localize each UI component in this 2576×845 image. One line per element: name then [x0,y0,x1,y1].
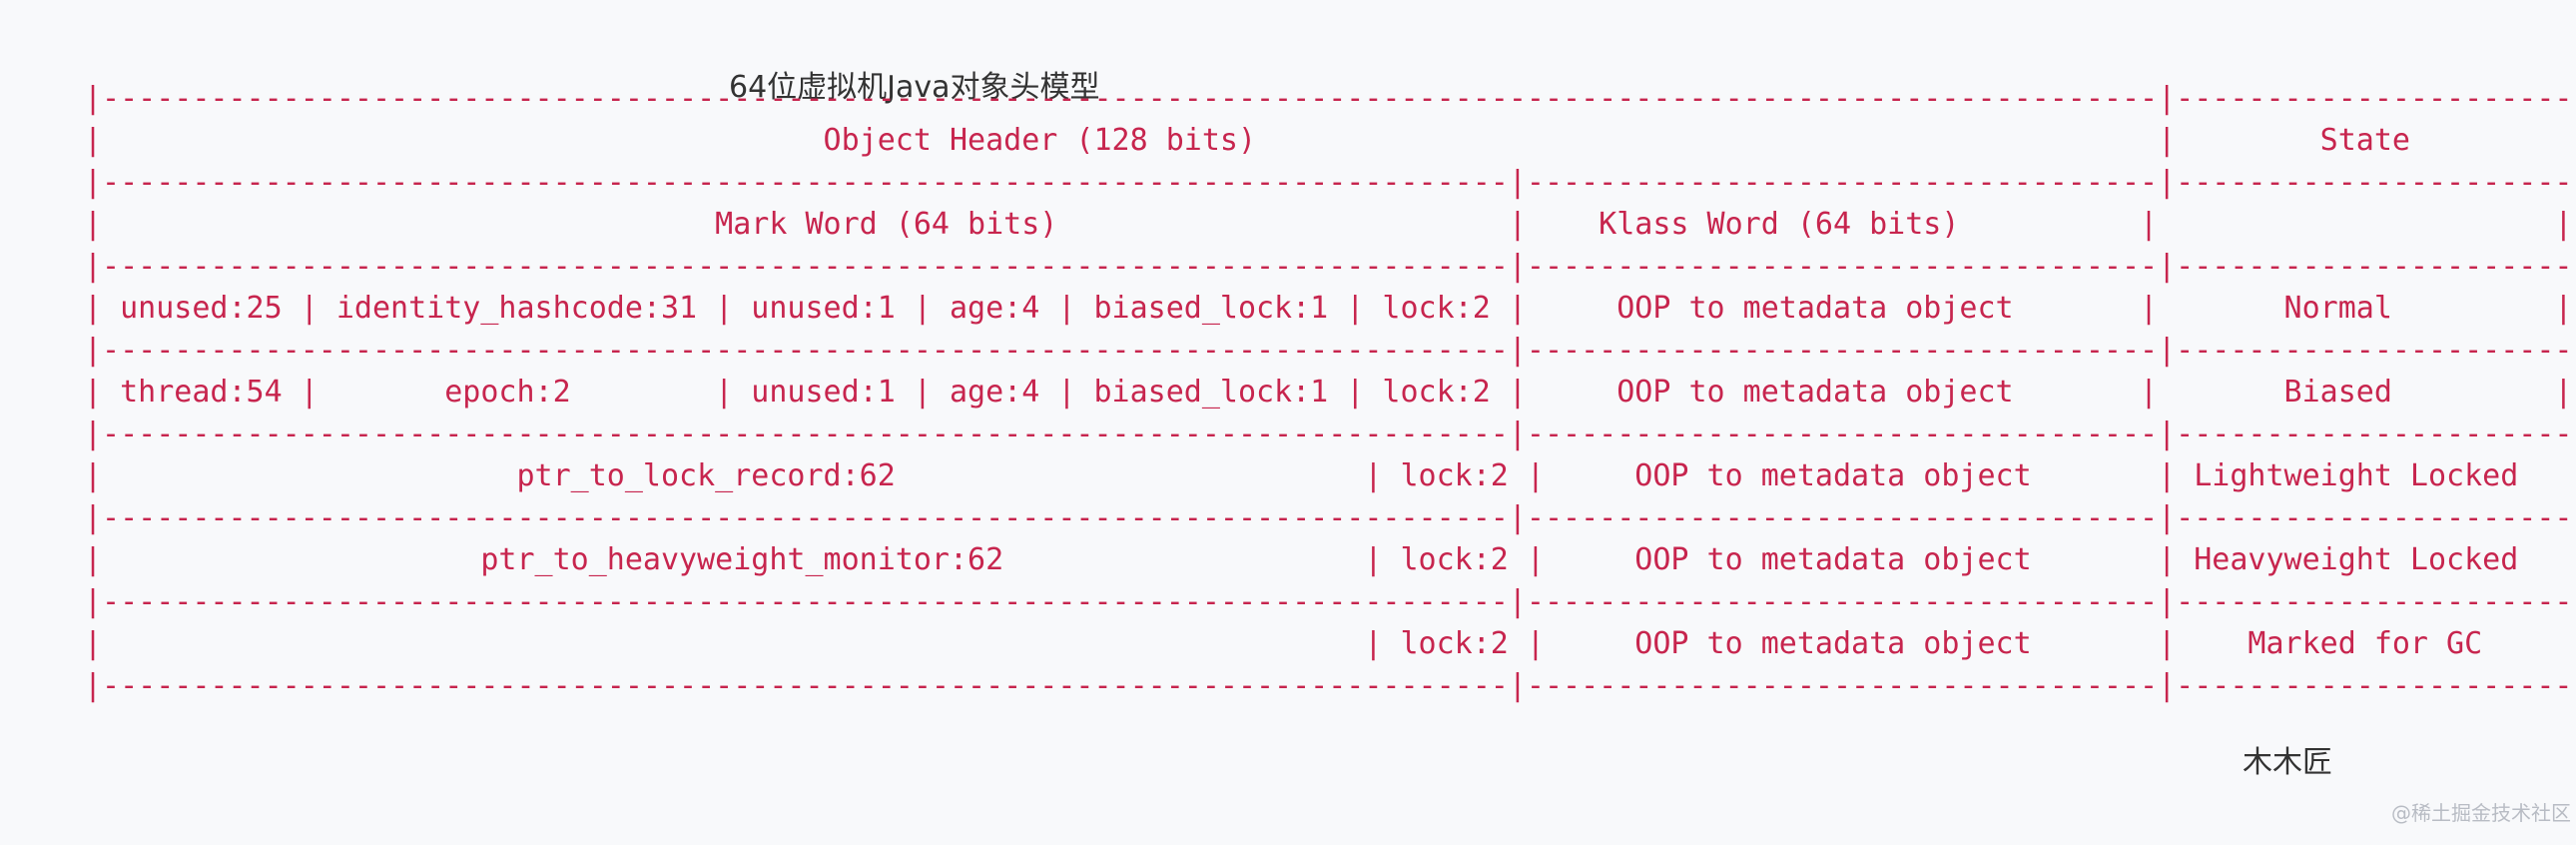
object-header-diagram: |---------------------------------------… [84,84,2576,701]
watermark: @稀土掘金技术社区 [2391,801,2571,825]
lightweight-locked-row: | ptr_to_lock_record:62 | lock:2 | OOP t… [84,458,2576,493]
heavyweight-locked-row: | ptr_to_heavyweight_monitor:62 | lock:2… [84,542,2576,577]
marked-for-gc-row: | | lock:2 | OOP to metadata object | Ma… [84,626,2576,661]
diagram-title: 64位虚拟机Java对象头模型 [729,70,1100,105]
mark-word-header-row: | Mark Word (64 bits) | Klass Word (64 b… [84,207,2573,242]
author-label: 木木匠 [2243,745,2332,780]
normal-state-row: | unused:25 | identity_hashcode:31 | unu… [84,291,2573,326]
biased-state-row: | thread:54 | epoch:2 | unused:1 | age:4… [84,375,2573,410]
object-header-row: | Object Header (128 bits) | State | [84,123,2576,158]
